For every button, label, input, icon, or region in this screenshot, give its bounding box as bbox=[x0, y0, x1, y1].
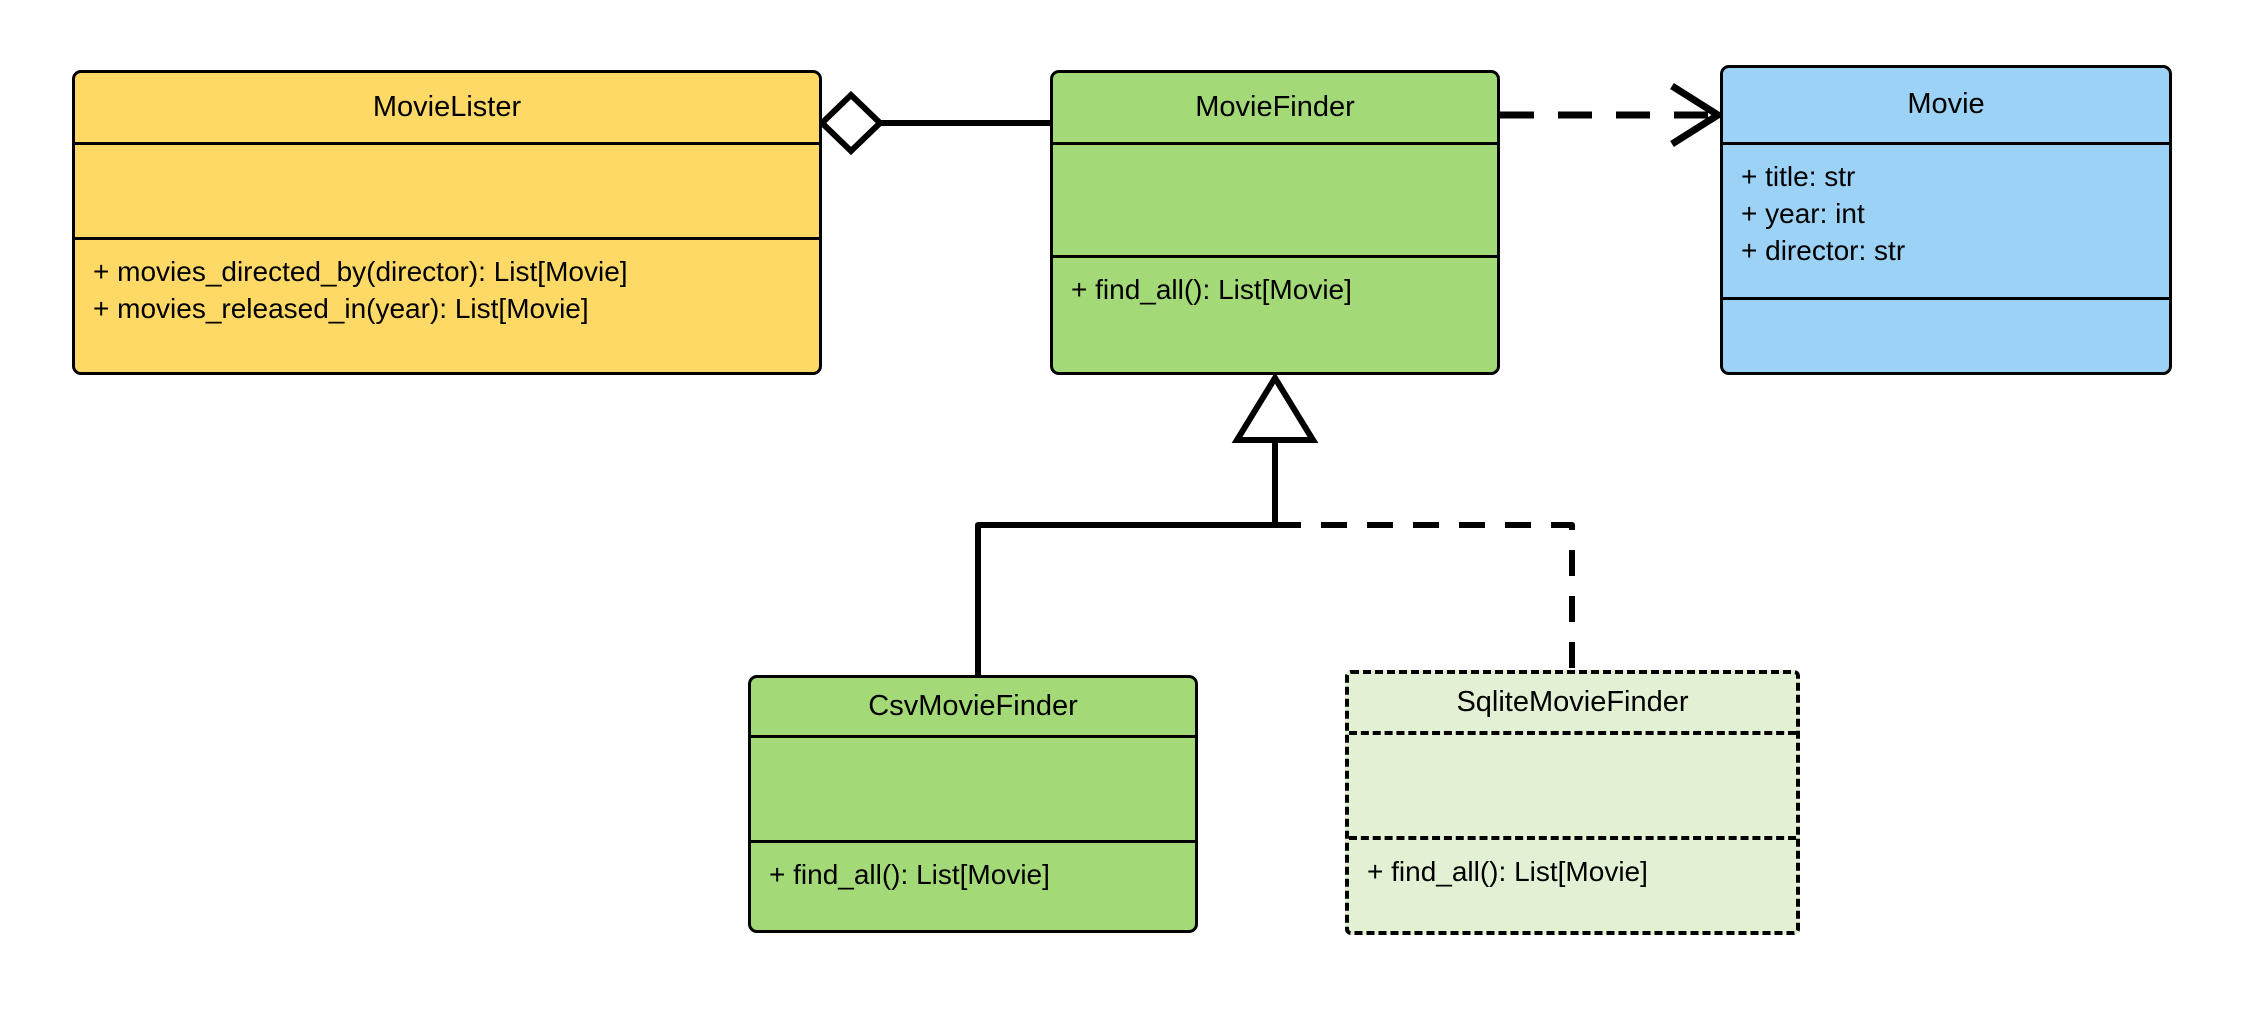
method-item: + find_all(): List[Movie] bbox=[1367, 856, 1648, 887]
hollow-triangle-icon bbox=[1231, 372, 1319, 443]
attributes-compartment bbox=[1053, 145, 1497, 258]
class-name-label: SqliteMovieFinder bbox=[1456, 685, 1689, 718]
method-item: + movies_directed_by(director): List[Mov… bbox=[93, 256, 628, 287]
methods-compartment: + movies_directed_by(director): List[Mov… bbox=[75, 240, 819, 372]
class-name-compartment: SqliteMovieFinder bbox=[1349, 674, 1796, 735]
attribute-item: + director: str bbox=[1741, 234, 1906, 266]
class-box-sqlite-movie-finder[interactable]: SqliteMovieFinder + find_all(): List[Mov… bbox=[1345, 670, 1800, 935]
class-box-movie-lister[interactable]: MovieLister + movies_directed_by(directo… bbox=[72, 70, 822, 375]
edge-aggregation-lister-finder bbox=[817, 90, 1050, 156]
attribute-item: + year: int bbox=[1741, 197, 1865, 229]
class-name-compartment: Movie bbox=[1723, 68, 2169, 145]
generalization-branch-sqlite bbox=[1275, 522, 1575, 670]
open-arrow-icon bbox=[1670, 83, 1725, 147]
class-box-movie-finder[interactable]: MovieFinder + find_all(): List[Movie] bbox=[1050, 70, 1500, 375]
attributes-compartment bbox=[751, 738, 1195, 843]
edge-generalization-csv bbox=[975, 522, 1275, 675]
attribute-item: + title: str bbox=[1741, 161, 1856, 192]
attributes-compartment bbox=[1349, 735, 1796, 840]
class-name-compartment: CsvMovieFinder bbox=[751, 678, 1195, 738]
methods-compartment: + find_all(): List[Movie] bbox=[1053, 258, 1497, 372]
edge-generalization-shared-stem bbox=[1231, 372, 1319, 525]
class-name-compartment: MovieLister bbox=[75, 73, 819, 145]
class-name-label: MovieFinder bbox=[1195, 90, 1355, 123]
class-name-label: CsvMovieFinder bbox=[868, 689, 1078, 722]
class-name-compartment: MovieFinder bbox=[1053, 73, 1497, 145]
class-box-movie[interactable]: Movie + title: str + year: int + directo… bbox=[1720, 65, 2172, 375]
edge-generalization-sqlite bbox=[1275, 522, 1575, 670]
class-name-label: MovieLister bbox=[372, 90, 522, 123]
generalization-branch-csv bbox=[975, 522, 1275, 675]
open-diamond-icon bbox=[817, 90, 885, 156]
edge-dependency-finder-movie bbox=[1500, 83, 1725, 147]
class-box-csv-movie-finder[interactable]: CsvMovieFinder + find_all(): List[Movie] bbox=[748, 675, 1198, 933]
attributes-compartment: + title: str + year: int + director: str bbox=[1723, 145, 2169, 300]
class-name-label: Movie bbox=[1907, 88, 1985, 121]
methods-compartment: + find_all(): List[Movie] bbox=[751, 843, 1195, 930]
methods-compartment bbox=[1723, 300, 2169, 372]
methods-compartment: + find_all(): List[Movie] bbox=[1349, 840, 1796, 931]
method-item: + find_all(): List[Movie] bbox=[1071, 274, 1352, 305]
method-item: + movies_released_in(year): List[Movie] bbox=[93, 292, 589, 324]
attributes-compartment bbox=[75, 145, 819, 240]
method-item: + find_all(): List[Movie] bbox=[769, 859, 1050, 890]
